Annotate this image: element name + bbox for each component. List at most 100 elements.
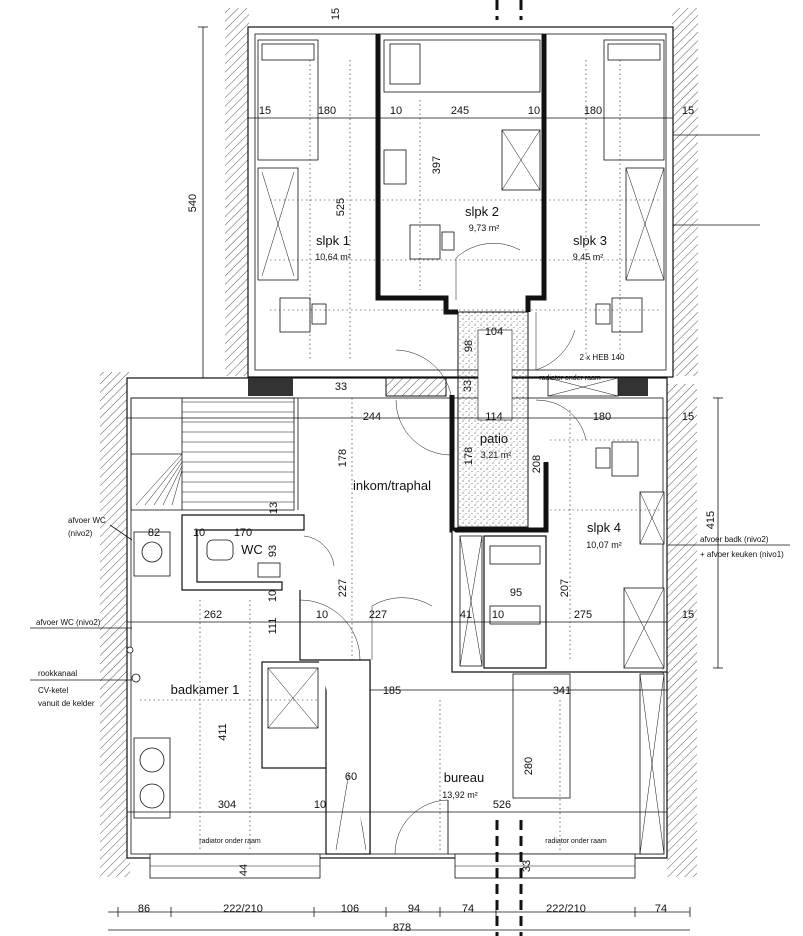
room-slpk4-area: 10,07 m² <box>586 540 622 550</box>
neighbour-hatching <box>100 8 698 877</box>
dim-v-111: 111 <box>267 618 279 635</box>
room-bureau-area: 13,92 m² <box>442 790 478 800</box>
dim-r1-245: 245 <box>451 105 469 117</box>
room-slpk1-name: slpk 1 <box>316 233 350 248</box>
dim-v-280: 280 <box>523 757 535 775</box>
heb-beam <box>547 377 619 397</box>
dim-r3-10b: 10 <box>492 609 504 621</box>
dim-heb: 2 x HEB 140 <box>580 353 625 362</box>
note-afvoer-keuken: + afvoer keuken (nivo1) <box>700 550 784 559</box>
slpk2-walls <box>375 34 547 315</box>
note-radiator-3: radiator onder raam <box>539 375 601 382</box>
dim-r1-180a: 180 <box>318 105 336 117</box>
dim-p-33b: 33 <box>462 380 474 392</box>
dim-v-411: 411 <box>217 723 229 741</box>
room-bureau-name: bureau <box>444 770 484 785</box>
dim-r1-10b: 10 <box>528 105 540 117</box>
dim-v-10c: 10 <box>267 590 279 602</box>
dim-v-207: 207 <box>559 579 571 597</box>
dim-wc-10: 10 <box>193 527 205 539</box>
dim-right-415: 415 <box>705 511 717 529</box>
dim-wc-93: 93 <box>267 545 279 557</box>
dim-r3-262: 262 <box>204 609 222 621</box>
dim-v-227: 227 <box>337 579 349 597</box>
patio <box>449 311 549 533</box>
dim-r2-15: 15 <box>682 411 694 423</box>
outer-dimensions <box>30 26 790 931</box>
bedroom-furniture <box>257 39 665 669</box>
dim-b1-94: 94 <box>408 903 420 915</box>
dim-r1-10a: 10 <box>390 105 402 117</box>
room-slpk1-area: 10,64 m² <box>315 252 351 262</box>
dim-r3-41: 41 <box>460 609 472 621</box>
dim-v-208: 208 <box>531 455 543 473</box>
dim-v-60: 60 <box>345 771 357 783</box>
dim-v-178a: 178 <box>337 449 349 467</box>
interior-walls <box>297 398 667 855</box>
room-slpk4-name: slpk 4 <box>587 520 621 535</box>
dim-v-397: 397 <box>431 156 443 174</box>
dim-b-341: 341 <box>553 685 571 697</box>
dim-r3-15: 15 <box>682 609 694 621</box>
room-wc-name: WC <box>241 542 263 557</box>
room-patio-area: 3,21 m² <box>481 450 512 460</box>
dim-b-185: 185 <box>383 685 401 697</box>
dim-b1-74a: 74 <box>462 903 474 915</box>
room-slpk3-name: slpk 3 <box>573 233 607 248</box>
room-slpk2-area: 9,73 m² <box>469 223 500 233</box>
note-rookkanaal: rookkanaal <box>38 669 77 678</box>
room-slpk2-name: slpk 2 <box>465 204 499 219</box>
note-afvoer-wc-2: (nivo2) <box>68 529 93 538</box>
dimension-labels: 15 540 15 180 10 245 10 180 15 397 525 1… <box>138 8 717 934</box>
dim-bot-44: 44 <box>238 864 250 876</box>
dim-bot-33: 33 <box>521 860 533 872</box>
dim-r2-180: 180 <box>593 411 611 423</box>
dim-r4-304: 304 <box>218 799 236 811</box>
door-swings <box>299 242 587 855</box>
dim-v-13: 13 <box>268 502 280 514</box>
dim-total-878: 878 <box>393 922 411 934</box>
note-afvoer-wc-1: afvoer WC <box>68 516 106 525</box>
dim-r4-10: 10 <box>314 799 326 811</box>
wc-room <box>181 514 335 591</box>
dim-r2-114: 114 <box>485 411 503 423</box>
dim-b1-106: 106 <box>341 903 359 915</box>
annotations: afvoer WC (nivo2) afvoer WC (nivo2) rook… <box>36 375 784 845</box>
note-radiator-1: radiator onder raam <box>199 838 261 845</box>
note-afvoer-badk: afvoer badk (nivo2) <box>700 535 769 544</box>
dim-r3-10a: 10 <box>316 609 328 621</box>
room-badkamer-name: badkamer 1 <box>171 682 240 697</box>
dim-r1-15a: 15 <box>259 105 271 117</box>
dim-v-525: 525 <box>335 198 347 216</box>
dim-r1-180b: 180 <box>584 105 602 117</box>
note-radiator-2: radiator onder raam <box>545 838 607 845</box>
staircase <box>130 397 295 511</box>
note-cv-2: vanuit de kelder <box>38 699 95 708</box>
room-inkom-name: inkom/traphal <box>353 478 431 493</box>
room-patio-name: patio <box>480 431 508 446</box>
room-slpk3-area: 9,45 m² <box>573 252 604 262</box>
dim-r1-15b: 15 <box>682 105 694 117</box>
dim-b1-222b: 222/210 <box>546 903 586 915</box>
dim-b1-86: 86 <box>138 903 150 915</box>
dim-p-98: 98 <box>463 340 475 352</box>
dim-b1-74b: 74 <box>655 903 667 915</box>
dim-k-95: 95 <box>510 587 522 599</box>
dim-r3-275: 275 <box>574 609 592 621</box>
dimension-grid <box>127 60 673 850</box>
dim-b1-222a: 222/210 <box>223 903 263 915</box>
dim-left-540: 540 <box>187 194 199 212</box>
dim-v-178b: 178 <box>463 447 475 465</box>
note-cv-1: CV-ketel <box>38 686 68 695</box>
note-afvoer-wc-mid: afvoer WC (nivo2) <box>36 618 101 627</box>
axis-lines <box>495 0 523 936</box>
dim-r3-227: 227 <box>369 609 387 621</box>
dim-r4-526: 526 <box>493 799 511 811</box>
dim-p-104: 104 <box>485 326 503 338</box>
dim-wc-170: 170 <box>234 527 252 539</box>
dim-wc-82: 82 <box>148 527 160 539</box>
dim-r2-244: 244 <box>363 411 381 423</box>
dim-top-15: 15 <box>330 8 342 20</box>
dim-p-33a: 33 <box>335 381 347 393</box>
